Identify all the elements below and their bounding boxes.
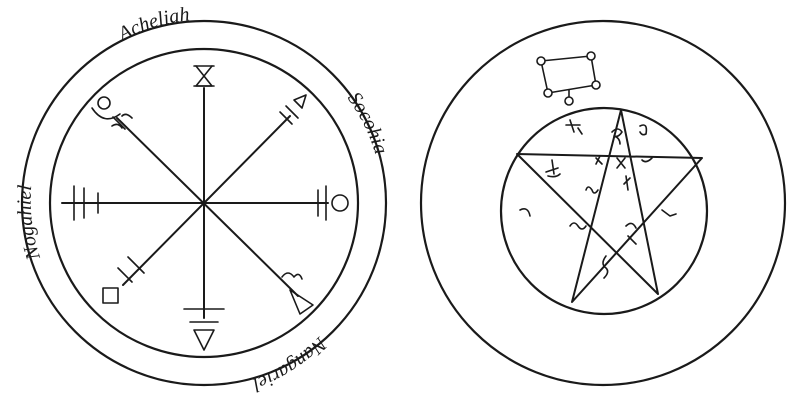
geomantic-figure-icon	[537, 52, 600, 105]
triangle-ray-icon	[280, 95, 306, 124]
pentagram-icon	[517, 110, 702, 302]
right-outer-ring	[421, 21, 785, 385]
left-pentacle: Acheliah Socohia Nangariel Nogahiel	[14, 3, 392, 396]
name-top: Acheliah	[113, 3, 191, 46]
name-bottom: Nangariel	[249, 332, 331, 396]
right-pentacle	[421, 21, 785, 385]
name-right: Socohia	[343, 88, 392, 157]
name-left: Nogahiel	[14, 184, 46, 264]
hourglass-icon	[194, 66, 214, 86]
arrow-ray-icon	[282, 273, 313, 314]
pentagram-circle	[501, 108, 707, 314]
square-ray-icon	[103, 257, 144, 303]
mercury-like-icon	[92, 97, 132, 129]
ray-lines	[62, 88, 328, 318]
